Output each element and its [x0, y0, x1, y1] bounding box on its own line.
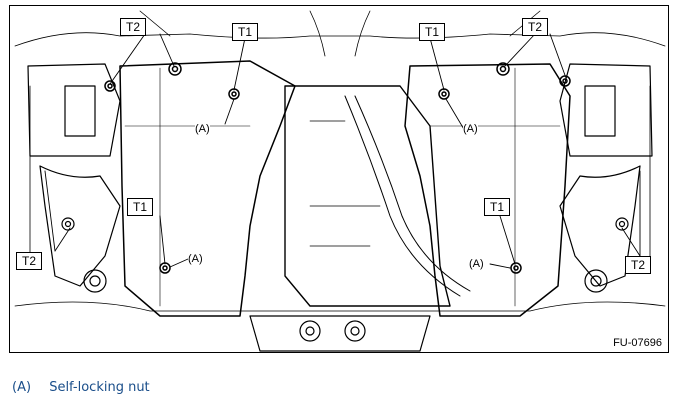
nut-right-a-lower: [510, 262, 522, 274]
right-undercover: [404, 62, 571, 317]
nut-left-a-upper: [228, 88, 240, 100]
bolt-left-lower: [61, 217, 75, 231]
nut-left-t2-outer: [104, 80, 116, 92]
label-t2-bottom-right: T2: [625, 256, 652, 274]
label-t2-top-left: T2: [120, 18, 147, 36]
nut-right-t2: [496, 62, 510, 76]
label-a-upper-right: (A): [463, 123, 478, 136]
center-cover: [284, 85, 471, 307]
leader-lines: [44, 33, 641, 269]
nut-left-t2: [168, 62, 182, 76]
nut-right-a-upper: [438, 88, 450, 100]
label-t2-top-right: T2: [522, 18, 549, 36]
label-a-lower-right: (A): [469, 258, 484, 271]
bolt-right-lower: [615, 217, 629, 231]
left-undercover: [104, 60, 296, 317]
legend: (A) Self-locking nut: [12, 380, 150, 395]
label-t1-mid-right: T1: [484, 198, 511, 216]
bolt-right-bottom: [584, 269, 608, 293]
label-t1-top-right: T1: [419, 23, 446, 41]
left-bracket: [27, 63, 121, 293]
diagram-drawing: [14, 10, 666, 352]
right-bracket: [559, 63, 653, 293]
label-t1-top-left: T1: [232, 23, 259, 41]
legend-key: (A): [12, 380, 32, 395]
label-a-upper-left: (A): [195, 123, 210, 136]
label-a-lower-left: (A): [188, 253, 203, 266]
rear-crossmember: [249, 315, 431, 352]
nut-left-a-lower: [159, 262, 171, 274]
undercover-diagram: T2 T1 T1 T2 T1 T1 T2 T2 (A) (A) (A) (A) …: [9, 5, 669, 353]
figure-id: FU-07696: [613, 337, 662, 349]
bolt-left-bottom: [83, 269, 107, 293]
legend-text: Self-locking nut: [49, 380, 150, 395]
label-t2-bottom-left: T2: [16, 252, 43, 270]
frame-lines: [14, 10, 666, 312]
label-t1-mid-left: T1: [127, 198, 154, 216]
